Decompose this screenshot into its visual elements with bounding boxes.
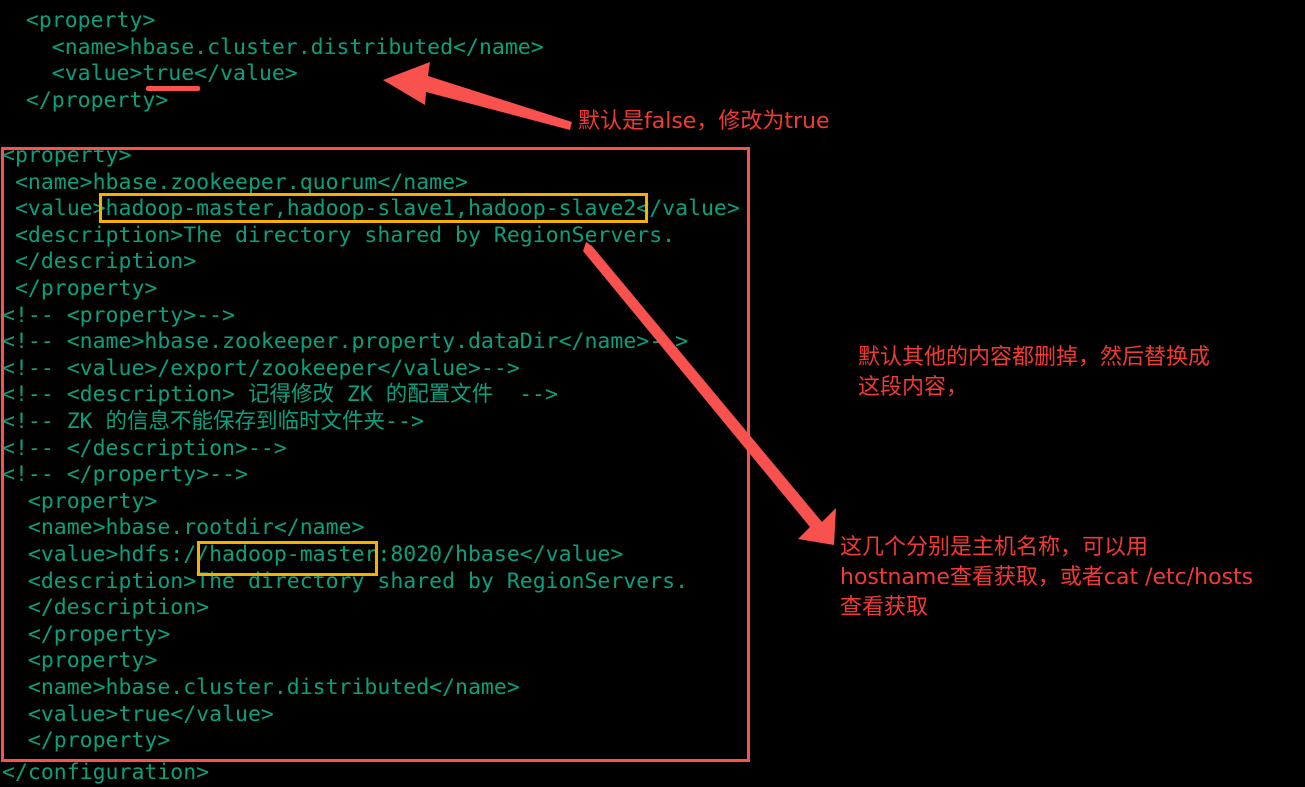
code-line: <name>hbase.rootdir</name>	[2, 515, 365, 541]
code-line: <!-- <description> 记得修改 ZK 的配置文件 -->	[2, 382, 558, 408]
code-line: <property>	[0, 8, 156, 33]
code-line: <property>	[2, 143, 132, 168]
code-line: <name>hbase.cluster.distributed</name>	[0, 34, 544, 60]
code-line: </property>	[0, 87, 169, 113]
code-line-closing-configuration: </configuration>	[2, 760, 210, 785]
code-line: <property>	[2, 488, 158, 514]
code-line: <value>hadoop-master,hadoop-slave1,hadoo…	[2, 196, 740, 222]
code-line: <description>The directory shared by Reg…	[2, 568, 689, 594]
red-underline-true-value	[146, 86, 200, 91]
code-line: <name>hbase.zookeeper.quorum</name>	[2, 169, 468, 195]
code-line: <!-- <property>-->	[2, 302, 235, 328]
code-line: <value>hdfs://hadoop-master:8020/hbase</…	[2, 542, 624, 567]
code-line: <value>true</value>	[2, 701, 274, 727]
code-line: <property>	[2, 648, 158, 674]
code-line: <!-- <name>hbase.zookeeper.property.data…	[2, 329, 689, 355]
code-line: </description>	[2, 249, 197, 275]
code-line: <value>true</value>	[0, 61, 298, 87]
code-line: <!-- </description>-->	[2, 435, 287, 461]
annotation-default-false: 默认是false，修改为true	[578, 109, 830, 134]
code-line: </property>	[2, 728, 171, 754]
code-line: </description>	[2, 595, 210, 621]
annotation-delete-and-replace: 默认其他的内容都删掉，然后替换成 这段内容，	[858, 345, 1211, 400]
code-line: </property>	[2, 276, 158, 301]
code-line: <!-- </property>-->	[2, 462, 248, 488]
code-line: <name>hbase.cluster.distributed</name>	[2, 675, 520, 700]
annotation-hostnames: 这几个分别是主机名称，可以用 hostname查看获取，或者cat /etc/h…	[840, 535, 1254, 620]
code-line: <description>The directory shared by Reg…	[2, 222, 676, 248]
code-line: <!-- ZK 的信息不能保存到临时文件夹-->	[2, 409, 424, 434]
code-line: </property>	[2, 621, 171, 647]
code-line: <!-- <value>/export/zookeeper</value>-->	[2, 355, 520, 381]
